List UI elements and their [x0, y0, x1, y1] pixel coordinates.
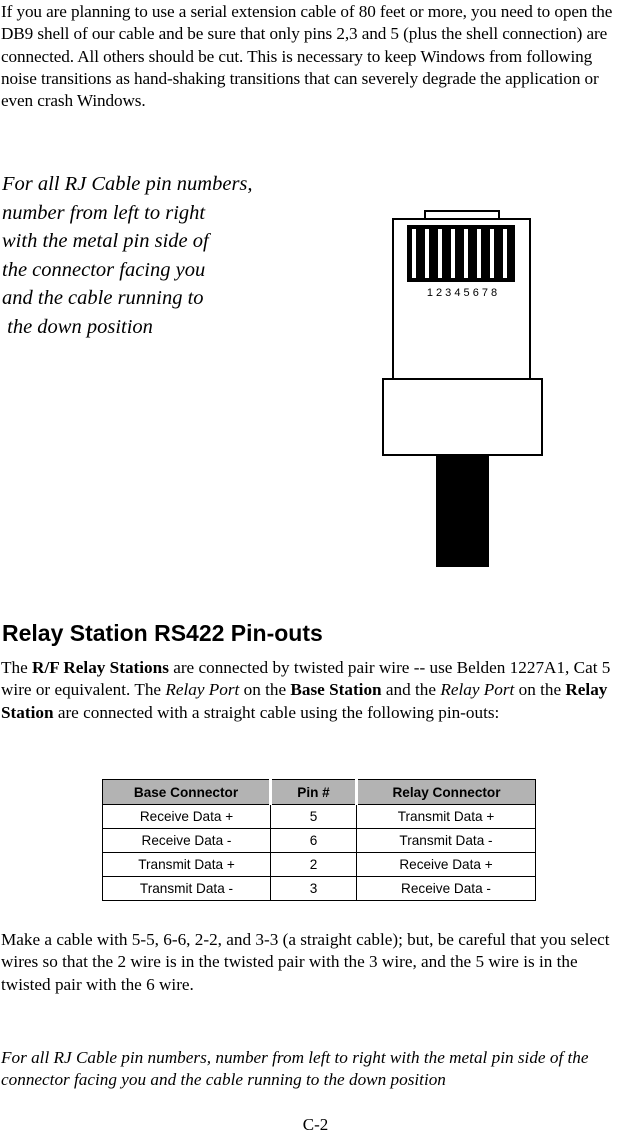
cable [436, 455, 489, 567]
section-heading: Relay Station RS422 Pin-outs [2, 620, 323, 646]
column-header-relay-connector: Relay Connector [355, 779, 536, 805]
table-cell: Transmit Data + [356, 804, 536, 829]
text-run: The [1, 658, 33, 677]
table-cell: 3 [270, 876, 357, 901]
table-cell: Receive Data + [356, 852, 536, 877]
table-cell: Transmit Data - [356, 828, 536, 853]
text-run: and the [381, 680, 441, 700]
note-line: number from left to right [2, 201, 206, 224]
note-line: and the cable running to [2, 287, 204, 309]
table-row: Transmit Data + 2 Receive Data + [102, 852, 536, 877]
note-line: the down position [2, 315, 153, 338]
table-row: Transmit Data - 3 Receive Data - [102, 876, 536, 901]
rj-pin-numbering-note: For all RJ Cable pin numbers, number fro… [2, 170, 253, 341]
contact-slots [412, 229, 507, 278]
text-run: are connected with a straight cable usin… [53, 702, 500, 722]
text-run-italic: Relay Port [165, 680, 240, 700]
connector-pin-labels: 1 2 3 4 5 6 7 8 [427, 287, 497, 299]
column-header-base-connector: Base Connector [102, 779, 271, 805]
note-line: the connector facing you [2, 258, 206, 281]
cable-instructions-paragraph: Make a cable with 5-5, 6-6, 2-2, and 3-3… [1, 930, 610, 994]
table-row: Receive Data + 5 Transmit Data + [102, 804, 536, 829]
connector-boot [382, 378, 543, 456]
page-number: C-2 [302, 1115, 329, 1134]
text-run-bold: Base Station [290, 680, 382, 700]
footnote-pin-numbering: For all RJ Cable pin numbers, number fro… [1, 1048, 589, 1090]
intro-paragraph: If you are planning to use a serial exte… [1, 2, 613, 111]
text-run: on the [239, 680, 291, 700]
table-cell: Receive Data + [102, 804, 271, 829]
text-run: are connected by twisted pair wire -- us… [1, 658, 611, 700]
contact-block [407, 225, 515, 282]
table-cell: 6 [270, 828, 357, 853]
table-cell: 5 [270, 804, 357, 829]
table-cell: Receive Data - [356, 876, 536, 901]
relay-description-paragraph: The R/F Relay Stations are connected by … [1, 657, 631, 724]
table-cell: Transmit Data + [102, 852, 271, 877]
note-line: with the metal pin side of [2, 230, 209, 252]
table-header-row: Base Connector Pin # Relay Connector [102, 779, 536, 805]
text-run-italic: Relay Port [440, 680, 515, 700]
pinout-table: Base Connector Pin # Relay Connector Rec… [102, 779, 536, 901]
note-line: For all RJ Cable pin numbers, [2, 173, 253, 195]
text-run-bold: Relay Station [1, 680, 608, 722]
text-run-bold: R/F Relay Stations [32, 658, 169, 677]
table-cell: Receive Data - [102, 828, 271, 853]
table-cell: Transmit Data - [102, 876, 271, 901]
column-header-pin: Pin # [269, 779, 357, 805]
text-run: on the [514, 680, 566, 700]
rj45-connector-illustration: 1 2 3 4 5 6 7 8 [382, 210, 543, 567]
table-cell: 2 [270, 852, 357, 877]
table-row: Receive Data - 6 Transmit Data - [102, 828, 536, 853]
